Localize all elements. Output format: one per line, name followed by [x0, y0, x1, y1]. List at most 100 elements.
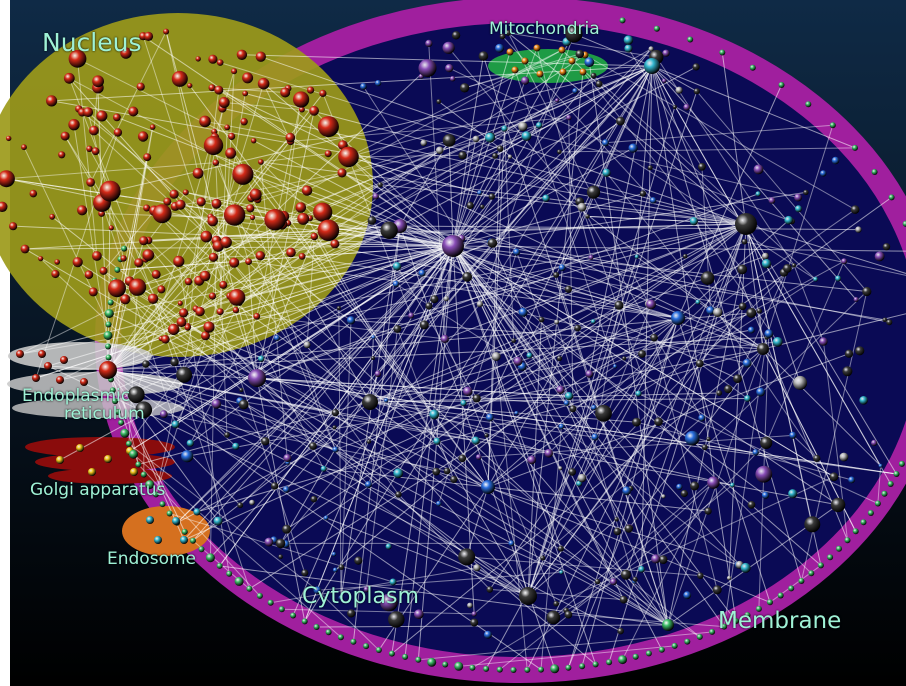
cytoplasm-protein-node: [556, 385, 565, 394]
interaction-edge: [176, 65, 653, 524]
cytoplasm-protein-node: [127, 386, 145, 404]
interaction-edge: [567, 223, 747, 668]
membrane-protein-node: [645, 650, 652, 657]
interaction-edge: [487, 148, 501, 488]
endosome-protein-node: [146, 516, 154, 524]
interaction-edge: [249, 317, 679, 590]
nuclear-protein-node: [184, 277, 193, 286]
interaction-edge: [110, 127, 154, 380]
interaction-edge: [478, 456, 701, 638]
golgi-protein-node: [76, 444, 84, 452]
cytoplasm-protein-node: [491, 352, 501, 361]
cytoplasm-protein-node: [791, 263, 797, 268]
interaction-edge: [522, 223, 747, 313]
interaction-edge: [527, 256, 638, 597]
membrane-protein-node: [313, 624, 320, 630]
cytoplasm-protein-node: [372, 193, 379, 200]
nuclear-protein-node: [228, 289, 246, 306]
hub-protein-node: [662, 619, 674, 631]
interaction-edge: [653, 337, 718, 590]
interaction-edge: [581, 206, 703, 419]
cytoplasm-protein-node: [871, 439, 878, 446]
cytoplasm-protein-node: [142, 360, 150, 368]
cytoplasm-protein-node: [617, 627, 624, 635]
interaction-edge: [101, 202, 176, 425]
interaction-edge: [573, 33, 653, 67]
interaction-edge: [444, 338, 557, 604]
interaction-edge: [286, 223, 747, 530]
cytoplasm-protein-node: [521, 76, 530, 85]
cytoplasm-protein-node: [850, 205, 860, 214]
interaction-edge: [68, 78, 529, 597]
cytoplasm-protein-node: [577, 202, 587, 212]
interaction-edge: [250, 197, 371, 403]
interaction-edge: [568, 614, 725, 628]
interaction-edge: [341, 172, 764, 350]
hub-protein-node: [519, 587, 537, 605]
cytoplasm-protein-node: [761, 259, 772, 269]
cytoplasm-protein-node: [650, 333, 658, 342]
nuclear-protein-node: [208, 252, 219, 262]
cytoplasm-protein-node: [436, 500, 442, 507]
cytoplasm-protein-node: [602, 168, 611, 177]
golgi-region-3: [48, 468, 172, 484]
nuclear-protein-node: [68, 49, 87, 68]
membrane-protein-node: [301, 618, 308, 625]
membrane-protein-node: [114, 266, 121, 273]
nuclear-protein-node: [307, 86, 315, 94]
interaction-edge: [218, 89, 764, 350]
cytoplasm-protein-node: [619, 595, 628, 604]
cytoplasm-protein-node: [572, 88, 578, 94]
membrane-protein-node: [105, 321, 112, 328]
interaction-edge: [745, 223, 906, 274]
interaction-edge: [380, 184, 747, 225]
cytoplasm-protein-node: [859, 396, 868, 405]
interaction-edge: [138, 317, 679, 465]
cytoplasm-protein-node: [331, 409, 339, 417]
cytoplasm-protein-node: [475, 454, 482, 460]
hub-protein-node: [671, 311, 685, 325]
cytoplasm-protein-node: [555, 98, 559, 103]
nuclear-protein-node: [216, 308, 224, 316]
nuclear-protein-node: [86, 145, 93, 152]
cytoplasm-protein-node: [595, 80, 603, 88]
interaction-edge: [138, 464, 261, 597]
interaction-edge: [107, 369, 219, 522]
interaction-edge: [655, 558, 669, 626]
interaction-edge: [527, 106, 676, 597]
nuclear-protein-node: [92, 251, 102, 261]
cytoplasm-protein-node: [613, 527, 622, 536]
cytoplasm-protein-node: [320, 465, 327, 472]
cytoplasm-protein-node: [484, 433, 489, 438]
cytoplasm-protein-node: [309, 442, 317, 450]
nuclear-protein-node: [338, 146, 359, 168]
membrane-protein-node: [538, 666, 544, 673]
membrane-protein-node: [524, 666, 531, 673]
nuclear-protein-node: [84, 270, 94, 280]
membrane-protein-node: [469, 664, 476, 671]
interaction-edge: [270, 567, 478, 604]
interaction-edge: [507, 32, 747, 225]
membrane-protein-node: [550, 664, 560, 674]
nuclear-protein-node: [298, 253, 306, 260]
interaction-edge: [649, 167, 789, 221]
cytoplasm-protein-node: [646, 299, 656, 310]
cytoplasm-protein-node: [273, 335, 280, 341]
interaction-edge: [452, 120, 621, 247]
cytoplasm-protein-node: [472, 394, 481, 403]
cytoplasm-protein-node: [556, 355, 563, 362]
interaction-edge: [212, 93, 246, 297]
nuclear-protein-node: [309, 105, 319, 116]
cytoplasm-protein-node: [237, 502, 244, 509]
interaction-edge: [650, 48, 795, 266]
interaction-edge: [499, 47, 538, 149]
cytoplasm-protein-node: [513, 356, 523, 366]
interaction-edge: [152, 298, 250, 589]
cytoplasm-protein-node: [347, 609, 356, 618]
cytoplasm-protein-node: [672, 104, 677, 110]
interaction-edge: [145, 363, 237, 447]
nuclear-protein-node: [225, 147, 237, 159]
membrane-protein-node: [267, 599, 274, 606]
interaction-edge: [452, 245, 663, 651]
cytoplasm-protein-node: [862, 286, 872, 297]
